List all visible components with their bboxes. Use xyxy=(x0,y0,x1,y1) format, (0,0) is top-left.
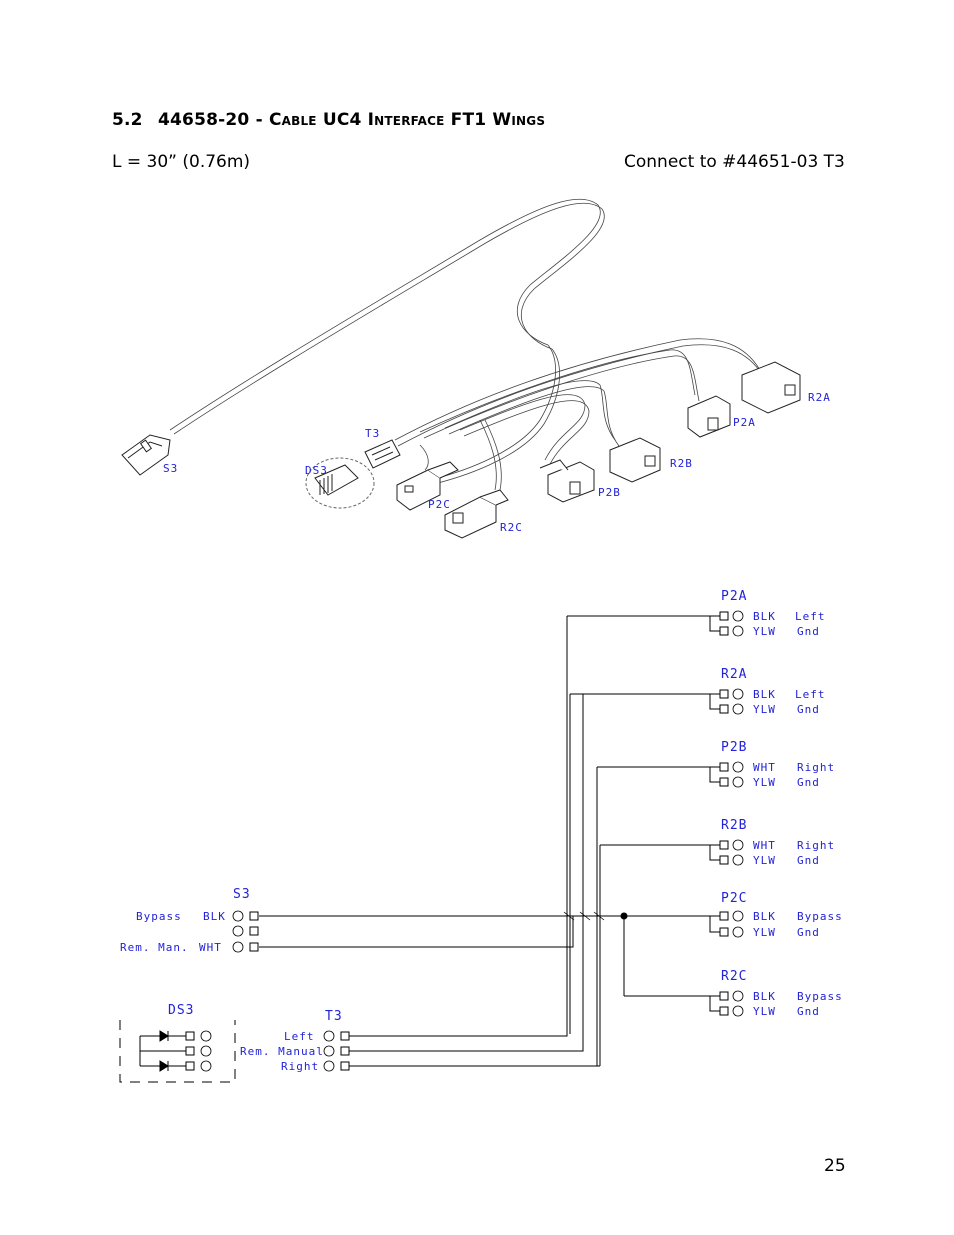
p2a-row-1-signal: Left xyxy=(795,610,826,623)
r2a-title: R2A xyxy=(721,667,747,682)
p2c-connector xyxy=(396,461,459,511)
p2a-row-2-color: YLW xyxy=(753,625,776,638)
drawing-label-ds3: DS3 xyxy=(305,464,328,477)
r2b-row-2-color: YLW xyxy=(753,854,776,867)
section-title: 44658-20 - Cable UC4 Interface FT1 Wings xyxy=(158,110,546,130)
t3-connector xyxy=(364,439,401,469)
r2c-connector xyxy=(444,489,509,539)
p2c-row-2-signal: Gnd xyxy=(797,926,820,939)
r2b-row-2-signal: Gnd xyxy=(797,854,820,867)
drawing-label-r2a: R2A xyxy=(808,391,831,404)
r2c-row-1-color: BLK xyxy=(753,990,776,1003)
s3-row-3-signal: Rem. Man. xyxy=(120,941,189,954)
p2c-row-2-color: YLW xyxy=(753,926,776,939)
r2b-connector xyxy=(609,437,661,483)
s3-row-1-signal: Bypass xyxy=(136,910,182,923)
p2a-title: P2A xyxy=(721,589,747,604)
r2a-row-1-color: BLK xyxy=(753,688,776,701)
drawing-label-p2b: P2B xyxy=(598,486,621,499)
cable-length: L = 30” (0.76m) xyxy=(112,152,251,172)
r2c-title: R2C xyxy=(721,969,747,984)
p2b-title: P2B xyxy=(721,740,747,755)
r2c-row-2-signal: Gnd xyxy=(797,1005,820,1018)
splice-dot xyxy=(620,912,628,920)
s3-title: S3 xyxy=(233,887,251,902)
p2a-connector xyxy=(687,395,731,438)
r2c-row-1-signal: Bypass xyxy=(797,990,843,1003)
p2c-title: P2C xyxy=(721,891,747,906)
r2a-row-2-color: YLW xyxy=(753,703,776,716)
r2a-row-2-signal: Gnd xyxy=(797,703,820,716)
page-number: 25 xyxy=(824,1156,846,1176)
drawing-label-r2b: R2B xyxy=(670,457,693,470)
r2b-row-1-signal: Right xyxy=(797,839,835,852)
p2b-connector xyxy=(539,459,595,503)
r2b-title: R2B xyxy=(721,818,747,833)
r2b-row-1-color: WHT xyxy=(753,839,776,852)
drawing-label-p2a: P2A xyxy=(733,416,756,429)
p2b-row-2-signal: Gnd xyxy=(797,776,820,789)
ds3-title: DS3 xyxy=(168,1003,194,1018)
drawing-label-p2c: P2C xyxy=(428,498,451,511)
harness-wires xyxy=(169,198,764,491)
s3-row-3-color: WHT xyxy=(199,941,222,954)
r2a-row-1-signal: Left xyxy=(795,688,826,701)
right-connector-pins xyxy=(719,610,744,1017)
p2c-row-1-signal: Bypass xyxy=(797,910,843,923)
t3-row-2-signal: Rem. Manual xyxy=(240,1045,324,1058)
p2a-row-2-signal: Gnd xyxy=(797,625,820,638)
p2a-row-1-color: BLK xyxy=(753,610,776,623)
p2b-row-2-color: YLW xyxy=(753,776,776,789)
ds3-connector xyxy=(305,457,375,509)
s3-row-1-color: BLK xyxy=(203,910,226,923)
drawing-label-s3: S3 xyxy=(163,462,178,475)
s3-connector xyxy=(121,434,171,476)
section-number: 5.2 xyxy=(112,110,143,130)
section-heading: 5.2 44658-20 - Cable UC4 Interface FT1 Wi… xyxy=(112,110,545,130)
r2a-connector xyxy=(741,361,801,414)
connect-to-note: Connect to #44651-03 T3 xyxy=(624,152,845,172)
p2b-row-1-signal: Right xyxy=(797,761,835,774)
t3-row-3-signal: Right xyxy=(281,1060,319,1073)
drawing-label-r2c: R2C xyxy=(500,521,523,534)
schematic: S3 Bypass BLK Rem. Man. WHT DS3 T3 Left … xyxy=(119,589,843,1083)
drawing-label-t3: T3 xyxy=(365,427,380,440)
p2b-row-1-color: WHT xyxy=(753,761,776,774)
r2c-row-2-color: YLW xyxy=(753,1005,776,1018)
p2c-row-1-color: BLK xyxy=(753,910,776,923)
t3-row-1-signal: Left xyxy=(284,1030,315,1043)
t3-title: T3 xyxy=(325,1009,343,1024)
